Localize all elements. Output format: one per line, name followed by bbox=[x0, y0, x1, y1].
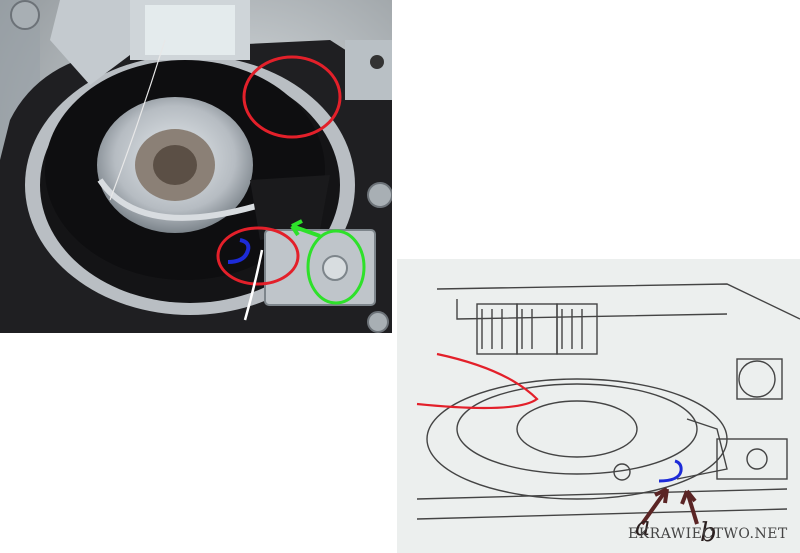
bobbin-photo-drawing bbox=[0, 0, 392, 333]
manual-blue-mark bbox=[658, 459, 683, 483]
watermark: EKRAWIECTWO.NET bbox=[628, 526, 788, 542]
label-b: b bbox=[700, 518, 717, 548]
label-a: a bbox=[635, 512, 651, 542]
white-thread-mark bbox=[243, 249, 264, 321]
bobbin-photo bbox=[0, 0, 392, 333]
arrow-b bbox=[685, 490, 699, 525]
manual-drawing bbox=[397, 259, 800, 553]
green-circle bbox=[306, 229, 366, 305]
manual-illustration bbox=[397, 259, 800, 553]
latch-plate bbox=[264, 229, 376, 306]
arrow-a bbox=[640, 487, 669, 526]
manual-red-mark bbox=[416, 352, 539, 410]
red-circle-bottom bbox=[216, 226, 300, 286]
green-arrow bbox=[291, 224, 321, 238]
red-circle-top bbox=[242, 55, 342, 139]
blue-mark bbox=[227, 238, 251, 264]
